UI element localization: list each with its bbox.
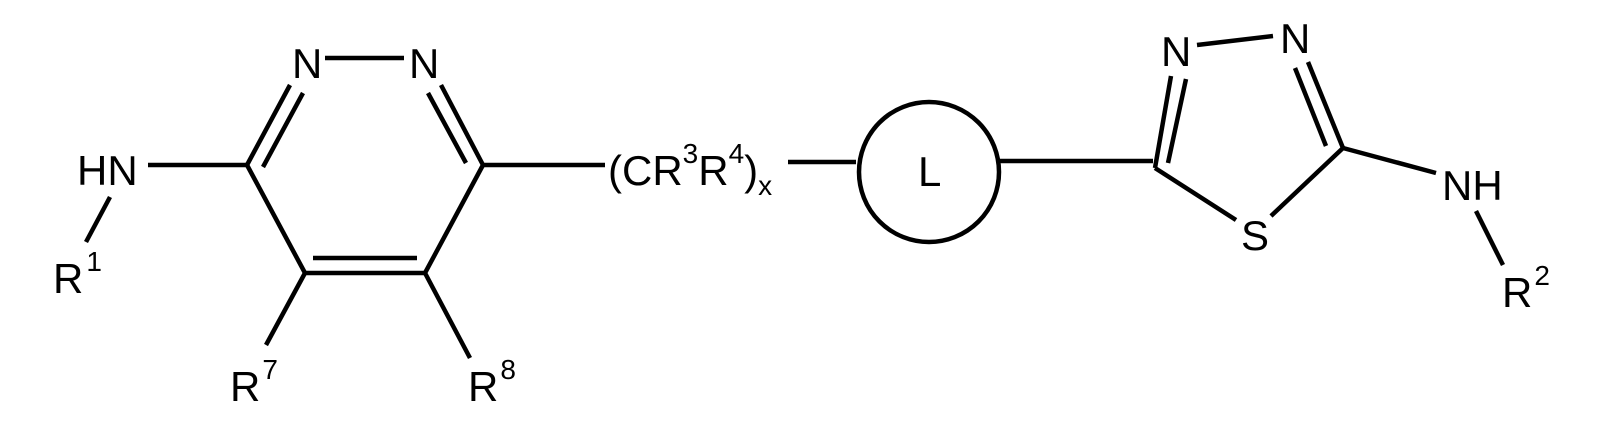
pyridazine-ring (245, 55, 485, 276)
atom-n2: N (409, 40, 439, 87)
bond-n4-c5-double (1292, 67, 1329, 147)
bond-c5-r8 (423, 271, 472, 360)
bond-c4-r7 (264, 271, 307, 347)
atom-s: S (1241, 212, 1269, 259)
ring-l-circle (856, 99, 1002, 245)
atom-n3: N (1161, 28, 1191, 75)
bond-n1-c3 (245, 83, 292, 167)
atom-n1: N (292, 40, 322, 87)
bond-n2-c6 (439, 83, 485, 167)
thiadiazole-ring (1152, 33, 1346, 222)
bond-n2-c6-double (426, 91, 468, 165)
bond-n1-c3-double (261, 91, 305, 169)
bond-c2-s (1153, 166, 1238, 222)
bond-c5-nh (1342, 145, 1437, 176)
linker-cr3r4x: (CR3R4)x (608, 138, 772, 201)
amine-hn-label: HN (77, 147, 138, 194)
bond-c2-n3-double (1165, 78, 1189, 164)
ring-l-label: L (918, 148, 941, 195)
substituent-r7: R7 (230, 354, 278, 410)
amine-nh-label: NH (1442, 162, 1503, 209)
bond-s-c5 (1269, 146, 1345, 218)
bond-c2-n3 (1152, 75, 1174, 169)
bond-c6-c5 (423, 163, 485, 275)
bond-nh-r2 (1473, 209, 1506, 267)
bond-hn-r1 (84, 195, 112, 244)
atom-n4: N (1280, 15, 1310, 62)
substituent-r2: R2 (1502, 260, 1550, 316)
bond-n4-c5 (1305, 61, 1346, 149)
substituent-r8: R8 (468, 354, 516, 410)
bond-c3-c4 (245, 163, 307, 275)
bond-n3-n4 (1196, 33, 1274, 48)
